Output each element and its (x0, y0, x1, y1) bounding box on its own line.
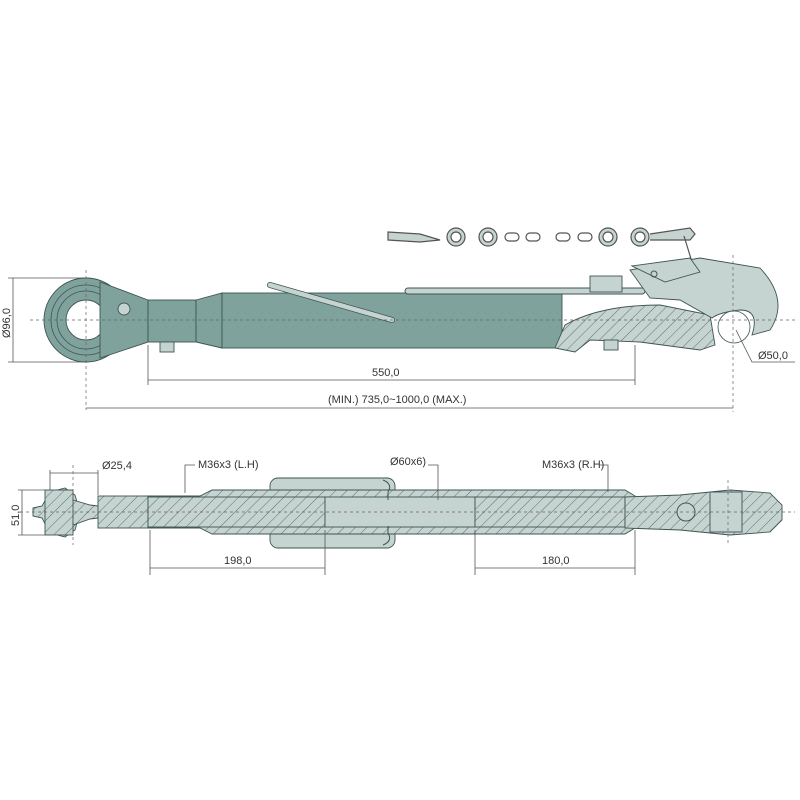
thread-left-label: M36x3 (L.H) (198, 459, 259, 471)
hook-section (554, 304, 716, 353)
hook-diameter-label: Ø50,0 (758, 350, 788, 362)
top-centerlines (30, 255, 795, 412)
thread-right-label: M36x3 (R.H) (542, 459, 604, 471)
length-550-label: 550,0 (372, 367, 400, 379)
tube-label: Ø60x6) (390, 456, 426, 468)
chain (387, 227, 696, 263)
eye-diameter-label: Ø96,0 (1, 308, 13, 338)
section-centerlines (20, 465, 795, 545)
end-fitting (624, 489, 783, 536)
top-link-body (43, 257, 779, 363)
top-dimensions: Ø96,0 550,0 (MIN.) 735,0~1000,0 (MAX.) Ø… (1, 277, 795, 409)
thread-length-right-label: 180,0 (542, 555, 570, 567)
ball-diameter-label: Ø25,4 (102, 460, 132, 472)
thread-length-left-label: 198,0 (224, 555, 252, 567)
overall-length-label: (MIN.) 735,0~1000,0 (MAX.) (328, 394, 466, 406)
ball-height-label: 51,0 (10, 505, 22, 526)
section-view (32, 477, 783, 549)
section-dimensions: Ø25,4 51,0 M36x3 (L.H) Ø60x6) M36x3 (R.H… (10, 456, 636, 575)
